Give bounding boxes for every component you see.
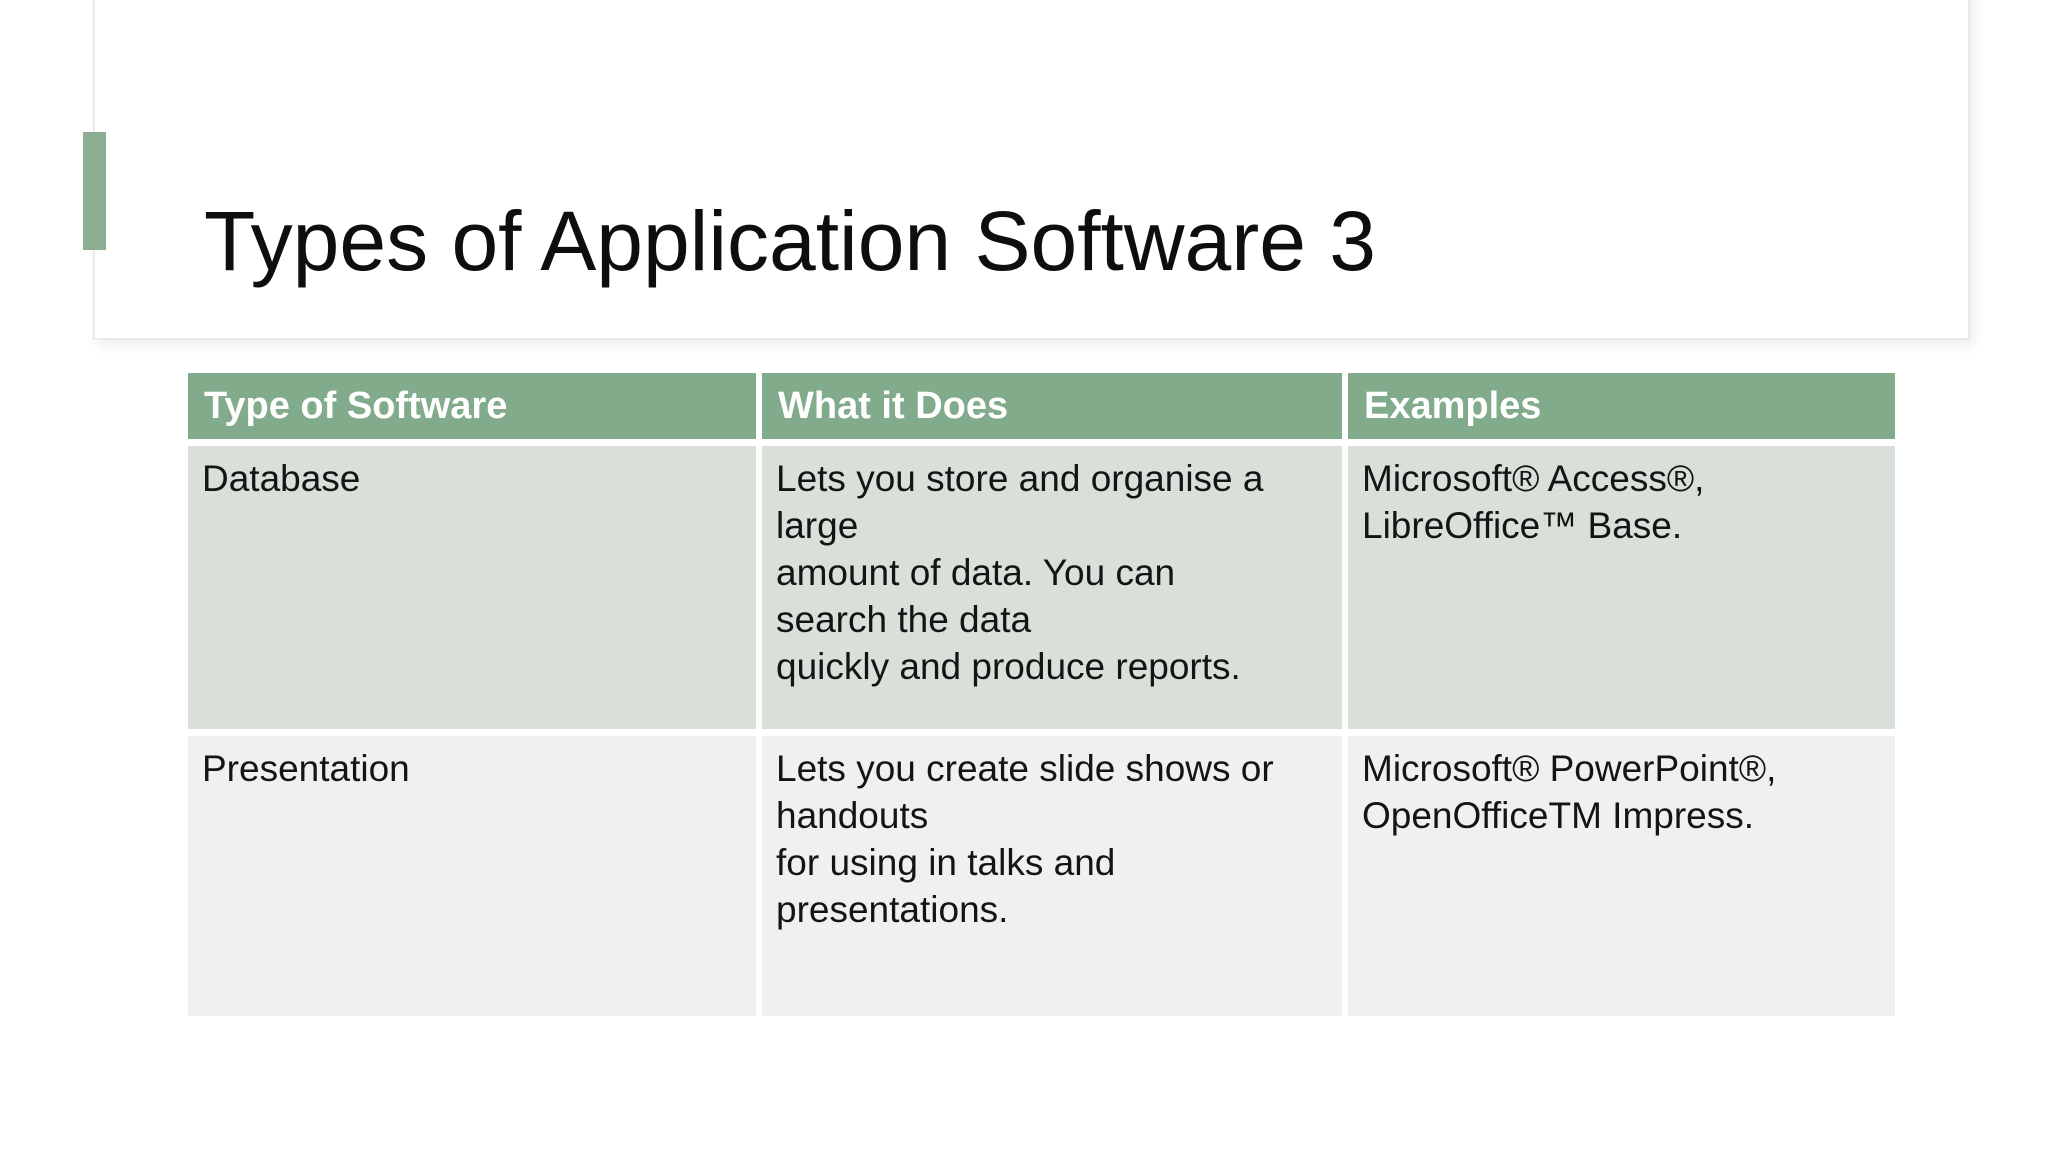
- table-cell-presentation-examples: Microsoft® PowerPoint®, OpenOfficeTM Imp…: [1348, 736, 1895, 1016]
- table-header-what-it-does: What it Does: [762, 373, 1342, 439]
- table-cell-database-examples: Microsoft® Access®, LibreOffice™ Base.: [1348, 446, 1895, 729]
- table-cell-database-what: Lets you store and organise a large amou…: [762, 446, 1342, 729]
- table-header-label: What it Does: [778, 384, 1009, 427]
- software-table: Type of Software What it Does Examples D…: [188, 373, 1895, 1016]
- cell-text: Presentation: [202, 748, 410, 789]
- table-cell-presentation-type: Presentation: [188, 736, 756, 1016]
- table-cell-database-type: Database: [188, 446, 756, 729]
- cell-text: Microsoft® Access®, LibreOffice™ Base.: [1362, 458, 1705, 546]
- table-header-label: Type of Software: [204, 384, 508, 427]
- table-header-examples: Examples: [1348, 373, 1895, 439]
- title-accent-bar: [83, 132, 106, 250]
- cell-text: Lets you store and organise a large amou…: [776, 458, 1264, 687]
- cell-text: Database: [202, 458, 361, 499]
- table-header-type-of-software: Type of Software: [188, 373, 756, 439]
- cell-text: Microsoft® PowerPoint®, OpenOfficeTM Imp…: [1362, 748, 1777, 836]
- cell-text: Lets you create slide shows or handouts …: [776, 748, 1274, 930]
- table-cell-presentation-what: Lets you create slide shows or handouts …: [762, 736, 1342, 1016]
- table-header-label: Examples: [1364, 384, 1542, 427]
- slide-title: Types of Application Software 3: [204, 194, 1377, 289]
- title-card: [93, 0, 1970, 340]
